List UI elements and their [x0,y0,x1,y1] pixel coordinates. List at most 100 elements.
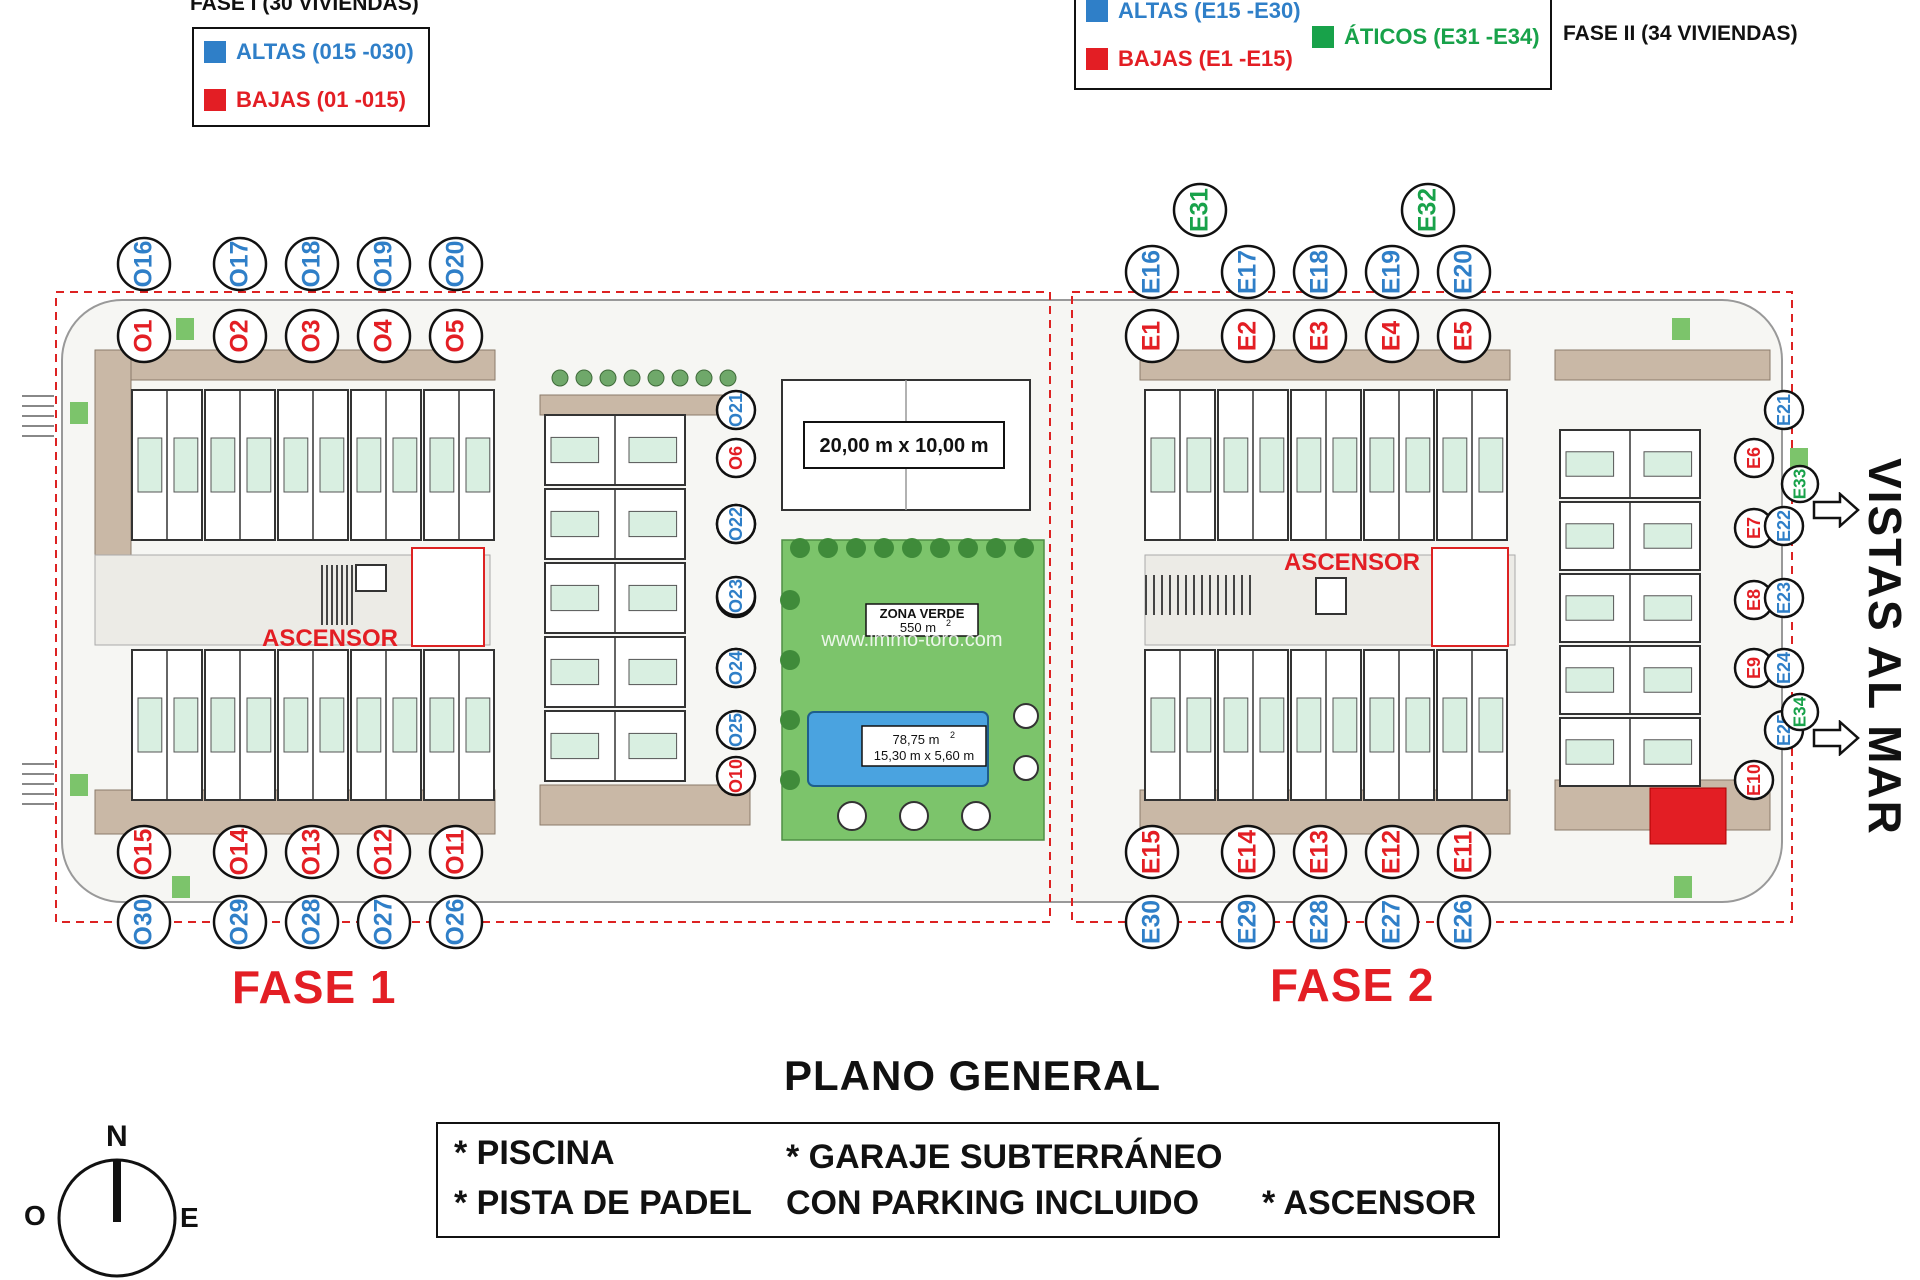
legend-bajas-label: BAJAS (01 -015) [236,87,406,112]
pool-area-sup: 2 [950,730,955,740]
unit-label: O6 [726,446,746,470]
parasol [1013,703,1039,729]
pool-size: 15,30 m x 5,60 m [874,748,974,763]
unit-marker: E2 [1220,308,1276,364]
unit-marker: E29 [1220,894,1276,950]
unit-marker: E6 [1733,437,1775,479]
lift-shaft [355,564,387,592]
unit-block [423,389,495,541]
unit-marker: O23 [715,575,757,617]
compass-east-label: E [180,1202,199,1233]
unit-label: O11 [443,829,470,875]
unit-block [350,649,422,801]
fase2-boundary [1071,291,1793,923]
unit-label: O29 [227,899,254,946]
padel-size-label: 20,00 m x 10,00 m [819,435,988,457]
palm-tree [719,369,737,387]
unit-block [1363,649,1435,801]
unit-block [131,389,203,541]
palm-tree [846,538,866,558]
unit-label: E31 [1187,188,1214,232]
unit-marker: O6 [715,437,757,479]
fase2-legend: ALTAS (E15 -E30) BAJAS (E1 -E15) ÁTICOS … [1074,0,1552,90]
planter [70,402,88,424]
planter [1790,448,1808,470]
unit-label: E32 [1415,188,1442,232]
unit-label: E4 [1379,321,1406,351]
unit-label: E17 [1235,250,1262,294]
unit-block [350,389,422,541]
unit-marker: O22 [715,503,757,545]
compass-icon: N O E [24,1120,210,1280]
palm-tree [790,538,810,558]
palm-tree [1014,538,1034,558]
unit-marker: O27 [356,894,412,950]
palm-tree [930,538,950,558]
fase1-label: FASE 1 [232,961,397,1013]
palm-tree [780,650,800,670]
unit-marker: E28 [1292,894,1348,950]
ascensor-core [411,547,485,647]
unit-marker: O28 [284,894,340,950]
unit-label: O21 [726,393,746,427]
unit-label: O15 [131,828,158,875]
unit-marker: O4 [356,308,412,364]
unit-marker: E31 [1172,182,1228,238]
unit-label: O20 [443,241,470,288]
unit-marker: O16 [116,236,172,292]
unit-label: O14 [227,828,254,875]
legend-bajas-label: BAJAS (E1 -E15) [1118,46,1293,71]
feature-piscina: * PISCINA [454,1134,615,1172]
unit-block [1559,501,1701,571]
unit-marker: E9 [1733,647,1775,689]
arrow-right-icon [1812,719,1862,761]
unit-block [277,649,349,801]
unit-label: E22 [1774,510,1794,542]
unit-label: O17 [227,241,254,288]
unit-label: E1 [1139,321,1166,351]
feature-ascensor: * ASCENSOR [1262,1184,1477,1222]
terrace [94,349,132,556]
unit-block [1559,429,1701,499]
unit-marker: E16 [1124,244,1180,300]
unit-block [1144,389,1216,541]
palm-tree [780,710,800,730]
unit-label: O12 [371,829,398,876]
unit-label: E5 [1451,321,1478,351]
bajas-swatch [204,89,226,111]
zona-verde-area-sup: 2 [946,618,951,628]
unit-block [544,488,686,560]
unit-marker: O15 [116,824,172,880]
unit-label: O4 [371,319,398,352]
unit-label: E13 [1307,830,1334,874]
unit-block [204,389,276,541]
unit-marker: E17 [1220,244,1276,300]
unit-label: O1 [131,319,158,352]
legend-altas-label: ALTAS (E15 -E30) [1118,0,1301,23]
unit-label: O24 [726,651,746,685]
unit-label: E8 [1744,589,1764,611]
unit-label: O5 [443,319,470,352]
unit-marker: E34 [1780,692,1820,732]
features-box: * PISCINA * PISTA DE PADEL * GARAJE SUBT… [436,1122,1500,1238]
unit-marker: O13 [284,824,340,880]
palm-tree [818,538,838,558]
unit-marker: O5 [428,308,484,364]
palm-tree [874,538,894,558]
unit-label: E26 [1451,900,1478,944]
planter [172,876,190,898]
palm-tree [623,369,641,387]
palm-tree [695,369,713,387]
unit-label: E34 [1791,696,1810,727]
unit-block [544,636,686,708]
planter [1672,318,1690,340]
unit-block [544,414,686,486]
unit-marker: E23 [1763,577,1805,619]
parasol [1013,755,1039,781]
pool-area: 78,75 m [893,732,940,747]
unit-block [544,562,686,634]
padel-size-box [803,421,1005,469]
unit-label: E3 [1307,321,1334,351]
palm-tree [780,770,800,790]
unit-marker: E33 [1780,464,1820,504]
